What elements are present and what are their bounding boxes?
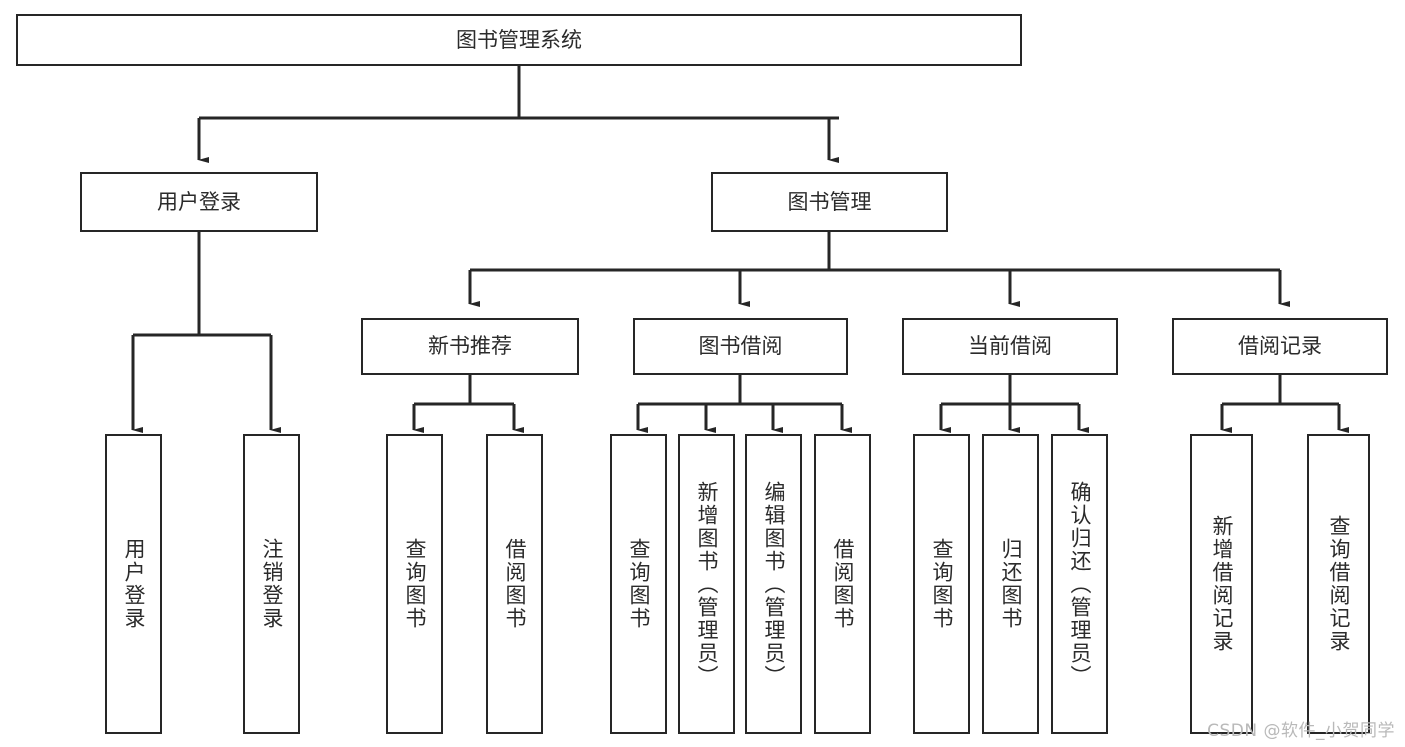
leaf-confirm-return-admin[interactable]: 确认归还（管理员） (1051, 434, 1108, 734)
node-label: 归还图书 (999, 538, 1023, 630)
node-borrow-record[interactable]: 借阅记录 (1172, 318, 1388, 375)
node-label: 借阅图书 (503, 538, 527, 630)
leaf-add-book-admin[interactable]: 新增图书（管理员） (678, 434, 735, 734)
node-book-borrow[interactable]: 图书借阅 (633, 318, 848, 375)
node-label: 确认归还（管理员） (1068, 480, 1092, 688)
leaf-borrow-book[interactable]: 借阅图书 (814, 434, 871, 734)
node-label: 用户登录 (122, 538, 146, 630)
leaf-query-book-current[interactable]: 查询图书 (913, 434, 970, 734)
node-label: 新增借阅记录 (1210, 515, 1234, 653)
node-label: 查询图书 (930, 538, 954, 630)
leaf-add-borrow-record[interactable]: 新增借阅记录 (1190, 434, 1253, 734)
node-label: 当前借阅 (968, 334, 1052, 359)
node-label: 借阅记录 (1238, 334, 1322, 359)
leaf-query-book-recommend[interactable]: 查询图书 (386, 434, 443, 734)
node-label: 查询借阅记录 (1327, 515, 1351, 653)
leaf-query-book-borrow[interactable]: 查询图书 (610, 434, 667, 734)
node-new-book-recommend[interactable]: 新书推荐 (361, 318, 579, 375)
node-label: 图书管理 (787, 189, 872, 214)
node-label: 借阅图书 (831, 538, 855, 630)
node-user-login[interactable]: 用户登录 (80, 172, 318, 232)
node-label: 图书管理系统 (456, 27, 582, 52)
leaf-query-borrow-record[interactable]: 查询借阅记录 (1307, 434, 1370, 734)
node-label: 查询图书 (627, 538, 651, 630)
leaf-user-logout[interactable]: 注销登录 (243, 434, 300, 734)
node-label: 新书推荐 (428, 334, 512, 359)
leaf-return-book[interactable]: 归还图书 (982, 434, 1039, 734)
node-label: 图书借阅 (698, 334, 783, 359)
node-root-system[interactable]: 图书管理系统 (16, 14, 1022, 66)
leaf-edit-book-admin[interactable]: 编辑图书（管理员） (745, 434, 802, 734)
node-label: 新增图书（管理员） (695, 480, 719, 688)
node-current-borrow[interactable]: 当前借阅 (902, 318, 1118, 375)
leaf-borrow-book-recommend[interactable]: 借阅图书 (486, 434, 543, 734)
node-book-management[interactable]: 图书管理 (711, 172, 948, 232)
leaf-user-login[interactable]: 用户登录 (105, 434, 162, 734)
node-label: 用户登录 (157, 189, 241, 214)
node-label: 查询图书 (403, 538, 427, 630)
node-label: 编辑图书（管理员） (762, 480, 786, 688)
node-label: 注销登录 (260, 538, 284, 630)
